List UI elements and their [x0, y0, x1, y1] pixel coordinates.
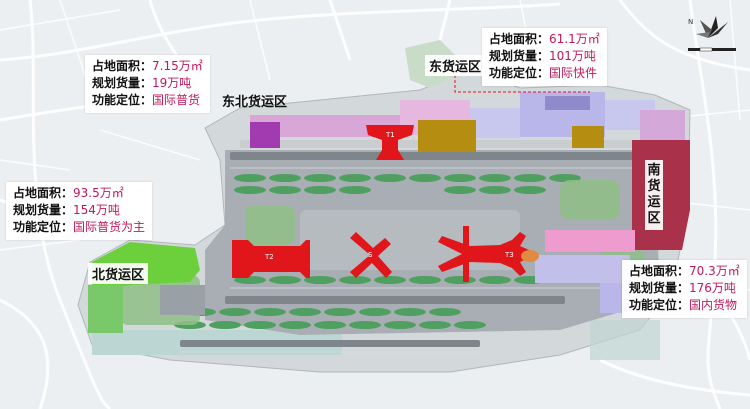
- info-row-area: 占地面积：61.1万㎡: [489, 31, 600, 48]
- t3-orange-marker: [521, 250, 539, 262]
- north-cargo-area-lower: [88, 285, 123, 333]
- area-value: 70.3万㎡: [689, 264, 740, 278]
- east-zone-label: 东货运区: [425, 55, 486, 76]
- info-row-area: 占地面积：70.3万㎡: [629, 263, 740, 280]
- south-zone-info: 占地面积：70.3万㎡ 规划货量：176万吨 功能定位：国内货物: [622, 260, 747, 318]
- info-row-capacity: 规划货量：19万吨: [92, 75, 203, 92]
- capacity-label: 规划货量：: [489, 49, 550, 63]
- info-row-area: 占地面积：7.15万㎡: [92, 58, 203, 75]
- function-value: 国内货物: [689, 298, 738, 312]
- capacity-value: 19万吨: [152, 76, 192, 90]
- info-row-capacity: 规划货量：176万吨: [629, 280, 740, 297]
- terminal-t3-label: T3: [505, 251, 514, 259]
- info-row-function: 功能定位：国际普货: [92, 92, 203, 109]
- terminal-t1-label: T1: [386, 131, 395, 139]
- east-cargo-area: [418, 120, 476, 152]
- area-value: 7.15万㎡: [152, 59, 203, 73]
- function-label: 功能定位：: [92, 93, 153, 107]
- function-label: 功能定位：: [13, 220, 74, 234]
- east-cargo-area-2: [572, 126, 604, 148]
- capacity-value: 154万吨: [73, 203, 120, 217]
- area-label: 占地面积：: [629, 264, 690, 278]
- south-cargo-lilac: [535, 255, 630, 283]
- northeast-zone-label: 东北货运区: [222, 95, 288, 110]
- function-value: 国际普货为主: [73, 220, 146, 234]
- capacity-value: 101万吨: [549, 49, 596, 63]
- south-zone-label-char-1: 南: [647, 163, 661, 178]
- capacity-label: 规划货量：: [13, 203, 74, 217]
- terminal-t2-shape: [232, 240, 310, 278]
- area-label: 占地面积：: [92, 59, 153, 73]
- northeast-zone-info: 占地面积：7.15万㎡ 规划货量：19万吨 功能定位：国际普货: [85, 55, 210, 113]
- capacity-label: 规划货量：: [629, 281, 690, 295]
- capacity-label: 规划货量：: [92, 76, 153, 90]
- satellite-s-label: S: [368, 251, 373, 259]
- runways: [180, 152, 650, 347]
- area-label: 占地面积：: [13, 186, 74, 200]
- south-zone-label-char-3: 运: [647, 195, 661, 210]
- south-zone-label-char-4: 区: [647, 211, 661, 226]
- northeast-cargo-area: [250, 122, 280, 148]
- compass-icon: [696, 16, 728, 38]
- east-zone-outline: [454, 70, 590, 93]
- area-value: 93.5万㎡: [73, 186, 124, 200]
- function-value: 国际快件: [549, 66, 598, 80]
- scale-bar: [688, 47, 736, 52]
- area-label: 占地面积：: [489, 32, 550, 46]
- info-row-area: 占地面积：93.5万㎡: [13, 185, 145, 202]
- satellite-s-shape: [350, 232, 392, 278]
- info-row-capacity: 规划货量：154万吨: [13, 202, 145, 219]
- function-label: 功能定位：: [629, 298, 690, 312]
- south-cargo-pink: [545, 230, 635, 252]
- north-zone-label: 北货运区: [88, 263, 149, 284]
- function-value: 国际普货: [152, 93, 201, 107]
- info-row-function: 功能定位：国际普货为主: [13, 219, 145, 236]
- south-zone-label-char-2: 货: [647, 179, 661, 194]
- capacity-value: 176万吨: [689, 281, 736, 295]
- area-value: 61.1万㎡: [549, 32, 600, 46]
- terminal-t2-label: T2: [265, 253, 274, 261]
- south-water: [590, 320, 660, 360]
- north-zone-info: 占地面积：93.5万㎡ 规划货量：154万吨 功能定位：国际普货为主: [6, 182, 153, 240]
- terminal-t3-shape: [438, 226, 538, 282]
- taxi-lines: [180, 167, 650, 353]
- grass-pods: [174, 174, 581, 329]
- north-apron: [160, 285, 205, 315]
- east-zone-info: 占地面积：61.1万㎡ 规划货量：101万吨 功能定位：国际快件: [482, 28, 607, 86]
- terminal-t1-shape: [366, 125, 414, 160]
- south-zone-label: 南货运区: [645, 160, 663, 230]
- info-row-function: 功能定位：国内货物: [629, 297, 740, 314]
- info-row-capacity: 规划货量：101万吨: [489, 48, 600, 65]
- compass-north-label: N: [688, 18, 694, 26]
- function-label: 功能定位：: [489, 66, 550, 80]
- info-row-function: 功能定位：国际快件: [489, 65, 600, 82]
